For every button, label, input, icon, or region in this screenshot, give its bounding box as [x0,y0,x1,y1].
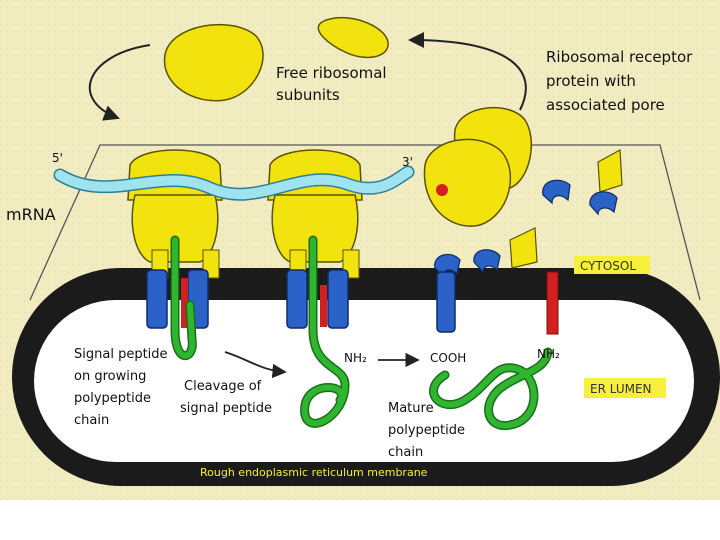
three-prime-label: 3' [402,155,413,169]
membrane-receptor [437,272,455,332]
nh2-left-label: NH₂ [344,351,367,365]
mrna-label: mRNA [6,205,56,224]
membrane-caption: Rough endoplasmic reticulum membrane [200,466,428,479]
er-translation-diagram: Free ribosomal subunits Ribosomal recept… [0,0,720,500]
cooh-label: COOH [430,351,466,365]
nh2-right-label: NH₂ [537,347,560,361]
cytosol-label: CYTOSOL [580,259,636,273]
cleaved-signal-peptide [547,272,558,334]
diagram-canvas: Free ribosomal subunits Ribosomal recept… [0,0,720,500]
er-lumen-label: ER LUMEN [590,382,652,396]
five-prime-label: 5' [52,151,63,165]
